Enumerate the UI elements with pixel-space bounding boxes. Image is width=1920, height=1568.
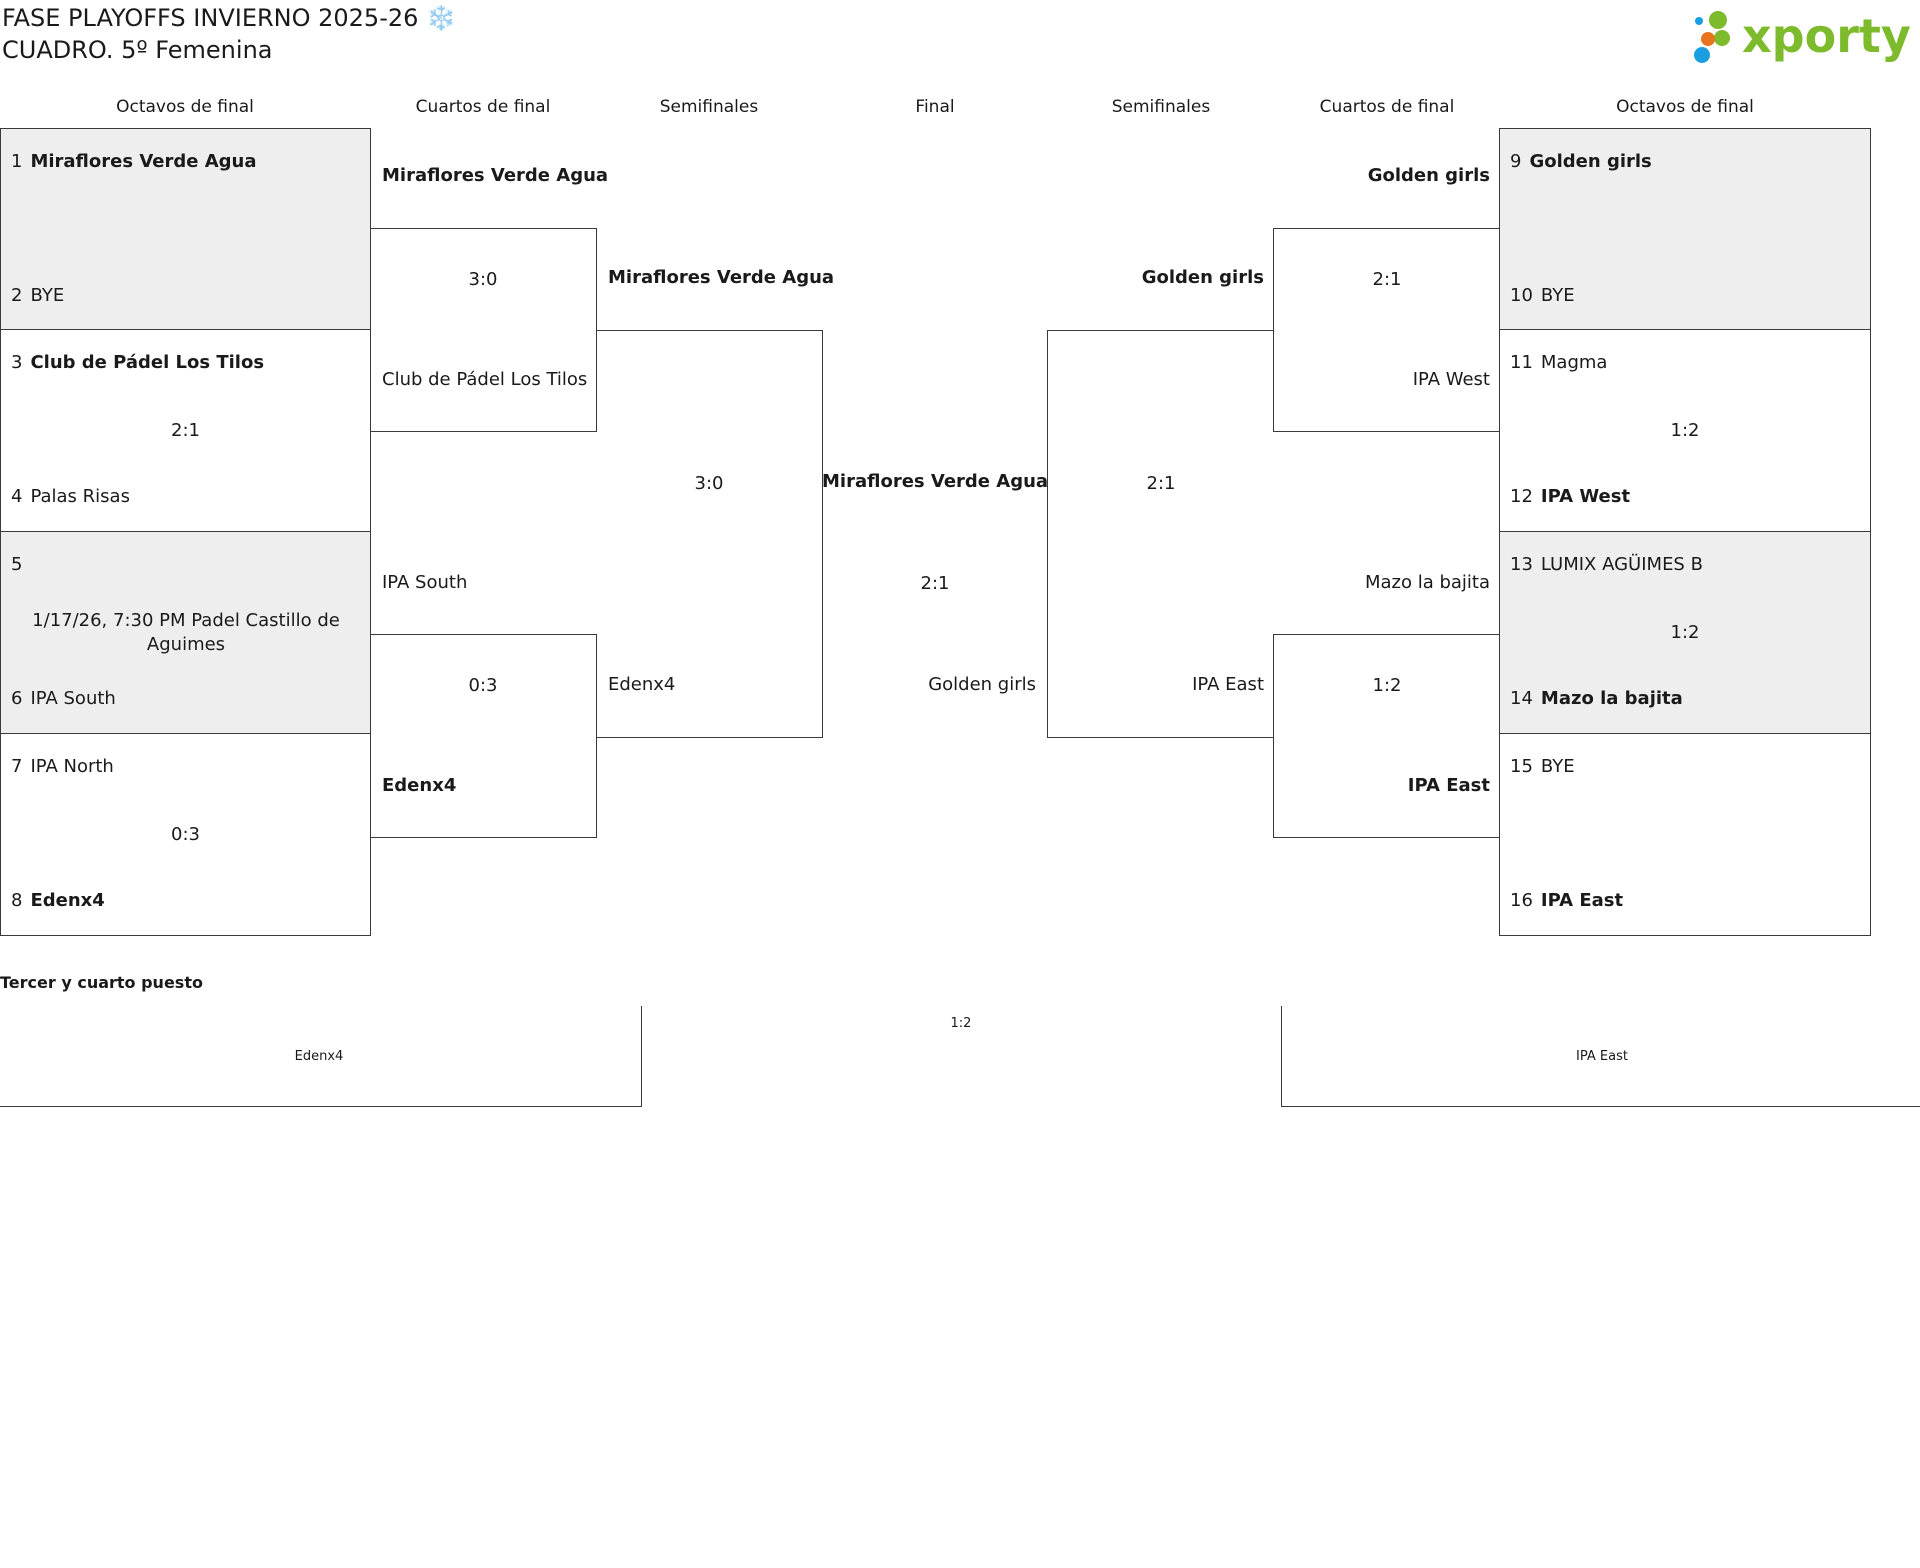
qf-right-2-top-team: Mazo la bajita (1364, 572, 1490, 593)
team-name: LUMIX AGÜIMES B (1540, 554, 1703, 575)
seed-number: 9 (1510, 151, 1522, 172)
logo-text: xporty (1742, 9, 1911, 63)
seed-number: 16 (1510, 890, 1533, 911)
seed-number: 14 (1510, 688, 1533, 709)
match-score: 1:2 (1372, 675, 1402, 696)
round-header-right-sf: Semifinales (1111, 97, 1211, 117)
seed-number: 1 (11, 151, 23, 172)
dots-logo-icon: xporty (1694, 9, 1911, 63)
match-score: 2:1 (1146, 473, 1176, 494)
round-header-left-r16: Octavos de final (116, 97, 254, 117)
sf-right-bottom-team: IPA East (1192, 674, 1264, 695)
final-top-team: Miraflores Verde Agua (822, 471, 1049, 492)
sf-right-top-team: Golden girls (1141, 267, 1264, 288)
seed-number: 5 (11, 554, 23, 575)
match-box-r16-left-3[interactable]: 5 1/17/26, 7:30 PM Padel Castillo de Agu… (0, 531, 371, 734)
page-title: FASE PLAYOFFS INVIERNO 2025-26 ❄️ (2, 4, 456, 32)
final-score: 2:1 (920, 573, 950, 594)
team-name: Magma (1540, 352, 1608, 373)
seed-number: 12 (1510, 486, 1533, 507)
match-score: 1:2 (1670, 420, 1700, 441)
team-name: IPA South (30, 688, 116, 709)
match-score: 3:0 (468, 269, 498, 290)
match-box-r16-left-2[interactable]: 3 Club de Pádel Los Tilos 2:1 4 Palas Risa… (0, 329, 371, 532)
match-score: 0:3 (468, 675, 498, 696)
team-name: IPA East (1540, 890, 1624, 911)
round-header-left-sf: Semifinales (659, 97, 759, 117)
match-box-r16-left-1[interactable]: 1 Miraflores Verde Agua 2 BYE (0, 128, 371, 330)
round-header-left-qf: Cuartos de final (415, 97, 551, 117)
seed-number: 4 (11, 486, 23, 507)
match-box-r16-left-4[interactable]: 7 IPA North 0:3 8 Edenx4 (0, 733, 371, 936)
match-box-qf-right-2[interactable]: 1:2 (1273, 634, 1500, 838)
seed-number: 11 (1510, 352, 1533, 373)
final-bottom-team: Golden girls (928, 674, 1036, 695)
team-name: Mazo la bajita (1540, 688, 1683, 709)
team-name: Club de Pádel Los Tilos (30, 352, 265, 373)
match-box-r16-right-1[interactable]: 9 Golden girls 10 BYE (1499, 128, 1871, 330)
match-box-r16-right-3[interactable]: 13 LUMIX AGÜIMES B 1:2 14 Mazo la bajita (1499, 531, 1871, 734)
match-box-qf-left-2[interactable]: 0:3 (370, 634, 597, 838)
match-box-sf-right[interactable]: 2:1 (1047, 330, 1274, 738)
third-place-right-box[interactable]: IPA East (1281, 1006, 1920, 1107)
third-place-right-team: IPA East (1576, 1049, 1628, 1064)
match-box-qf-left-1[interactable]: 3:0 (370, 228, 597, 432)
round-header-right-r16: Octavos de final (1616, 97, 1754, 117)
xporty-logo: xporty (1694, 4, 1920, 68)
match-box-r16-right-4[interactable]: 15 BYE 16 IPA East (1499, 733, 1871, 936)
team-name: BYE (1540, 285, 1575, 306)
qf-right-2-bottom-team: IPA East (1407, 775, 1490, 796)
seed-number: 7 (11, 756, 23, 777)
seed-number: 6 (11, 688, 23, 709)
seed-number: 15 (1510, 756, 1533, 777)
match-score: 1:2 (1670, 622, 1700, 643)
qf-left-1-bottom-team: Club de Pádel Los Tilos (382, 369, 588, 390)
match-score: 3:0 (694, 473, 724, 494)
qf-right-1-bottom-team: IPA West (1412, 369, 1490, 390)
seed-number: 2 (11, 285, 23, 306)
seed-number: 10 (1510, 285, 1533, 306)
third-place-score: 1:2 (950, 1016, 972, 1031)
qf-left-2-top-team: IPA South (382, 572, 468, 593)
team-name: BYE (1540, 756, 1575, 777)
match-score: 2:1 (1372, 269, 1402, 290)
match-schedule-info: 1/17/26, 7:30 PM Padel Castillo de Aguim… (32, 610, 340, 655)
team-name: IPA West (1540, 486, 1631, 507)
team-name: Palas Risas (30, 486, 130, 507)
round-header-final: Final (915, 97, 955, 117)
match-score: 2:1 (171, 420, 200, 441)
qf-left-1-top-team: Miraflores Verde Agua (382, 165, 609, 186)
seed-number: 3 (11, 352, 23, 373)
seed-number: 8 (11, 890, 23, 911)
match-box-r16-right-2[interactable]: 11 Magma 1:2 12 IPA West (1499, 329, 1871, 532)
seed-number: 13 (1510, 554, 1533, 575)
match-box-sf-left[interactable]: 3:0 (596, 330, 823, 738)
third-place-label: Tercer y cuarto puesto (0, 973, 203, 992)
team-name: Miraflores Verde Agua (30, 151, 257, 172)
team-name: Golden girls (1529, 151, 1652, 172)
round-header-right-qf: Cuartos de final (1319, 97, 1455, 117)
qf-right-1-top-team: Golden girls (1367, 165, 1490, 186)
qf-left-2-bottom-team: Edenx4 (382, 775, 457, 796)
third-place-left-team: Edenx4 (294, 1049, 344, 1064)
match-box-qf-right-1[interactable]: 2:1 (1273, 228, 1500, 432)
team-name: Edenx4 (30, 890, 105, 911)
sf-left-top-team: Miraflores Verde Agua (608, 267, 835, 288)
sf-left-bottom-team: Edenx4 (608, 674, 676, 695)
match-score: 0:3 (171, 824, 200, 845)
page-subtitle: CUADRO. 5º Femenina (2, 36, 273, 64)
team-name: BYE (30, 285, 65, 306)
team-name: IPA North (30, 756, 114, 777)
third-place-left-box[interactable]: Edenx4 (0, 1006, 642, 1107)
